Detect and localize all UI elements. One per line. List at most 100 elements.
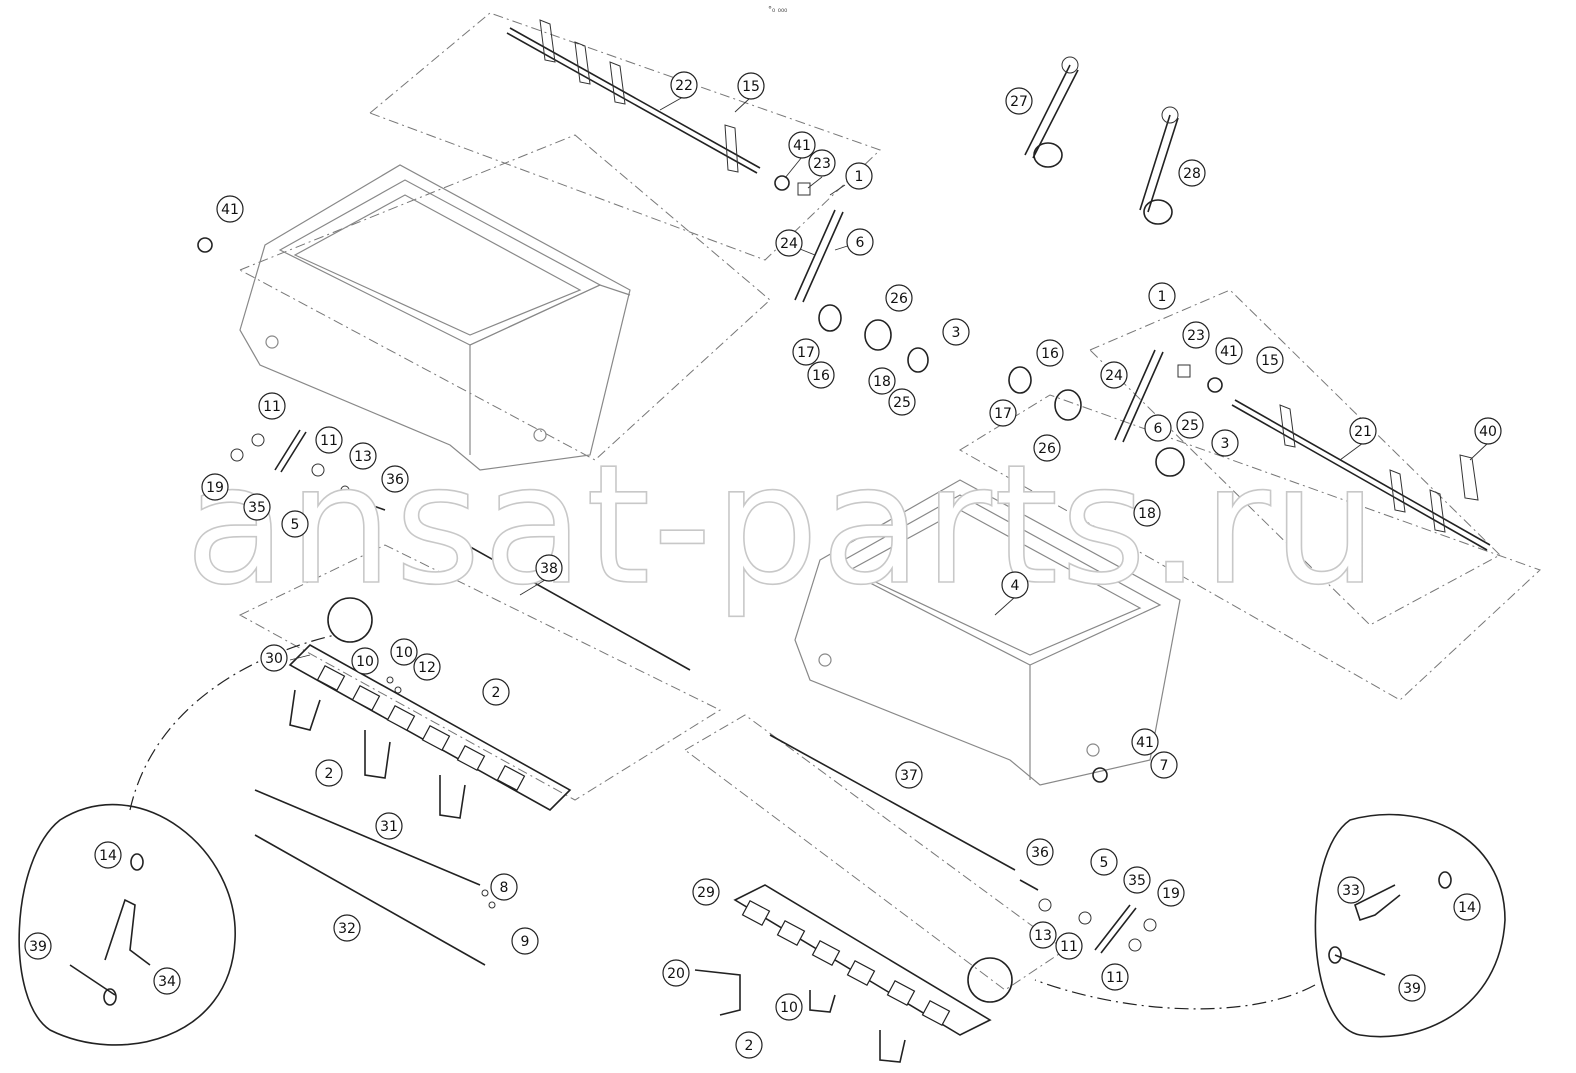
- callout: 41: [1131, 728, 1159, 756]
- svg-text:15: 15: [742, 79, 760, 95]
- callout: 11: [1055, 932, 1083, 960]
- callout: 18: [1133, 499, 1161, 527]
- long-shaft-37: [769, 734, 1016, 871]
- svg-text:35: 35: [1128, 873, 1146, 889]
- svg-text:38: 38: [540, 561, 558, 577]
- callout: 21: [1349, 417, 1377, 445]
- callout: 41: [216, 195, 244, 223]
- svg-text:26: 26: [890, 291, 908, 307]
- svg-text:13: 13: [1034, 928, 1052, 944]
- callout: 29: [692, 878, 720, 906]
- svg-text:17: 17: [797, 345, 815, 361]
- svg-text:10: 10: [395, 645, 413, 661]
- callout: 6: [1144, 414, 1172, 442]
- svg-text:30: 30: [265, 651, 283, 667]
- metering-plate-30: [288, 644, 572, 819]
- callout: 39: [24, 932, 52, 960]
- callout: 24: [1100, 361, 1128, 389]
- svg-text:16: 16: [812, 368, 830, 384]
- callout: 18: [868, 367, 896, 395]
- callout: 9: [511, 927, 539, 955]
- detail-view-right: [1034, 813, 1506, 1038]
- svg-text:5: 5: [291, 517, 300, 533]
- callout: 24: [775, 229, 803, 257]
- svg-text:41: 41: [793, 138, 811, 154]
- svg-text:11: 11: [1060, 939, 1078, 955]
- metering-plate-29: [694, 884, 992, 1063]
- lever-arms: [274, 56, 1185, 954]
- svg-text:5: 5: [1100, 855, 1109, 871]
- callout: 6: [846, 228, 874, 256]
- callout: 17: [989, 399, 1017, 427]
- svg-text:29: 29: [697, 885, 715, 901]
- svg-text:19: 19: [1162, 886, 1180, 902]
- agitator-shaft-22: [506, 19, 761, 174]
- callout: 32: [333, 914, 361, 942]
- svg-text:11: 11: [320, 433, 338, 449]
- callout: 27: [1005, 87, 1033, 115]
- svg-text:31: 31: [380, 819, 398, 835]
- callout: 14: [1453, 893, 1481, 921]
- callout: 5: [281, 510, 309, 538]
- callout: 1: [845, 162, 873, 190]
- svg-text:41: 41: [1136, 735, 1154, 751]
- svg-text:37: 37: [900, 768, 918, 784]
- callout: 36: [381, 465, 409, 493]
- svg-text:13: 13: [354, 449, 372, 465]
- svg-text:36: 36: [1031, 845, 1049, 861]
- svg-text:11: 11: [1106, 970, 1124, 986]
- svg-text:39: 39: [29, 939, 47, 955]
- callout: 10: [390, 638, 418, 666]
- callout: 7: [1150, 751, 1178, 779]
- svg-text:10: 10: [356, 654, 374, 670]
- top-mark: °₀ ₀₀₀: [768, 5, 787, 14]
- callout: 13: [349, 442, 377, 470]
- svg-text:2: 2: [745, 1038, 754, 1054]
- svg-text:23: 23: [1187, 328, 1205, 344]
- svg-text:11: 11: [263, 399, 281, 415]
- callout: 33: [1337, 876, 1365, 904]
- callout: 22: [670, 71, 698, 99]
- callout: 11: [258, 392, 286, 420]
- small-parts: [197, 175, 1223, 952]
- svg-text:2: 2: [325, 766, 334, 782]
- callout: 39: [1398, 974, 1426, 1002]
- callout: 40: [1474, 417, 1502, 445]
- callout: 8: [490, 873, 518, 901]
- svg-text:2: 2: [492, 685, 501, 701]
- svg-text:19: 19: [206, 480, 224, 496]
- callout: 16: [1036, 339, 1064, 367]
- callout: 4: [1001, 571, 1029, 599]
- callout: 5: [1090, 848, 1118, 876]
- svg-text:32: 32: [338, 921, 356, 937]
- callout: 25: [1176, 411, 1204, 439]
- callout: 23: [808, 149, 836, 177]
- svg-text:23: 23: [813, 156, 831, 172]
- svg-text:25: 25: [1181, 418, 1199, 434]
- callout: 3: [942, 318, 970, 346]
- svg-text:6: 6: [856, 235, 865, 251]
- callout: 41: [1215, 337, 1243, 365]
- callouts: 22 15 41 23 1 27 28 41 24 6 26 3 17 16 1…: [24, 71, 1502, 1059]
- svg-text:3: 3: [1221, 436, 1230, 452]
- svg-text:7: 7: [1160, 758, 1169, 774]
- callout: 16: [807, 361, 835, 389]
- svg-text:14: 14: [99, 848, 117, 864]
- svg-text:1: 1: [1158, 289, 1167, 305]
- svg-text:27: 27: [1010, 94, 1028, 110]
- callout: 19: [1157, 879, 1185, 907]
- callout: 19: [201, 473, 229, 501]
- callout: 38: [535, 554, 563, 582]
- callout: 2: [315, 759, 343, 787]
- rods-31-32: [254, 789, 486, 966]
- callout: 14: [94, 841, 122, 869]
- svg-text:10: 10: [780, 1000, 798, 1016]
- callout: 35: [243, 493, 271, 521]
- hopper-right: [794, 479, 1181, 786]
- svg-text:17: 17: [994, 406, 1012, 422]
- projection-planes: [238, 12, 1541, 991]
- watermark-text: ansat-parts.ru: [185, 429, 1379, 621]
- svg-text:14: 14: [1458, 900, 1476, 916]
- hopper-left: [239, 164, 631, 471]
- callout: 25: [888, 388, 916, 416]
